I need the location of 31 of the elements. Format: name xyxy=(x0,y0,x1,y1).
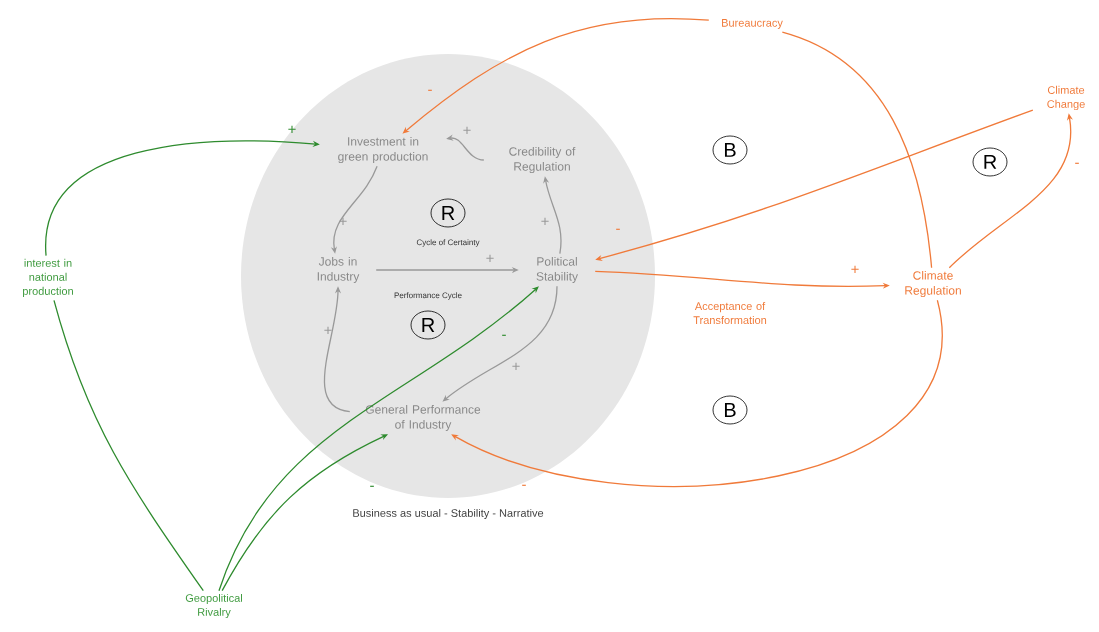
variable-label: Jobs in Industry xyxy=(317,256,360,284)
polarity-sign: + xyxy=(339,217,347,225)
polarity-sign: + xyxy=(463,126,471,134)
variable-label: Credibility of Regulation xyxy=(509,146,576,174)
polarity-sign: - xyxy=(1075,162,1079,164)
variable-label: Investment in green production xyxy=(338,136,428,164)
polarity-sign: + xyxy=(288,125,296,133)
polarity-sign: + xyxy=(324,326,332,334)
variable-label: interest in national production xyxy=(23,258,73,298)
polarity-sign: - xyxy=(370,485,374,487)
variable-label: Climate Change xyxy=(1047,85,1085,111)
variable-label: Bureaucracy xyxy=(722,19,783,29)
loop-name: Performance Cycle xyxy=(394,292,462,300)
variable-label: Political Stability xyxy=(536,256,578,284)
polarity-sign: - xyxy=(502,334,506,336)
variable-label: General Performance of Industry xyxy=(365,404,481,432)
arrow xyxy=(451,299,943,487)
polarity-sign: + xyxy=(486,254,494,262)
polarity-sign: - xyxy=(428,89,432,91)
polarity-sign: - xyxy=(522,484,526,486)
node-label: Business as usual - Stability - Narrative xyxy=(353,508,544,520)
polarity-sign: + xyxy=(851,265,859,273)
arrow xyxy=(218,286,539,592)
text-label: Acceptance of Transformation xyxy=(693,301,767,325)
variable-label: Geopolitical Rivalry xyxy=(185,593,242,619)
variable-label: Climate Regulation xyxy=(905,270,961,298)
polarity-sign: - xyxy=(616,228,620,230)
polarity-sign: + xyxy=(512,362,520,370)
arrow xyxy=(442,285,558,402)
polarity-sign: + xyxy=(541,217,549,225)
loop-name: Cycle of Certainty xyxy=(416,239,480,247)
